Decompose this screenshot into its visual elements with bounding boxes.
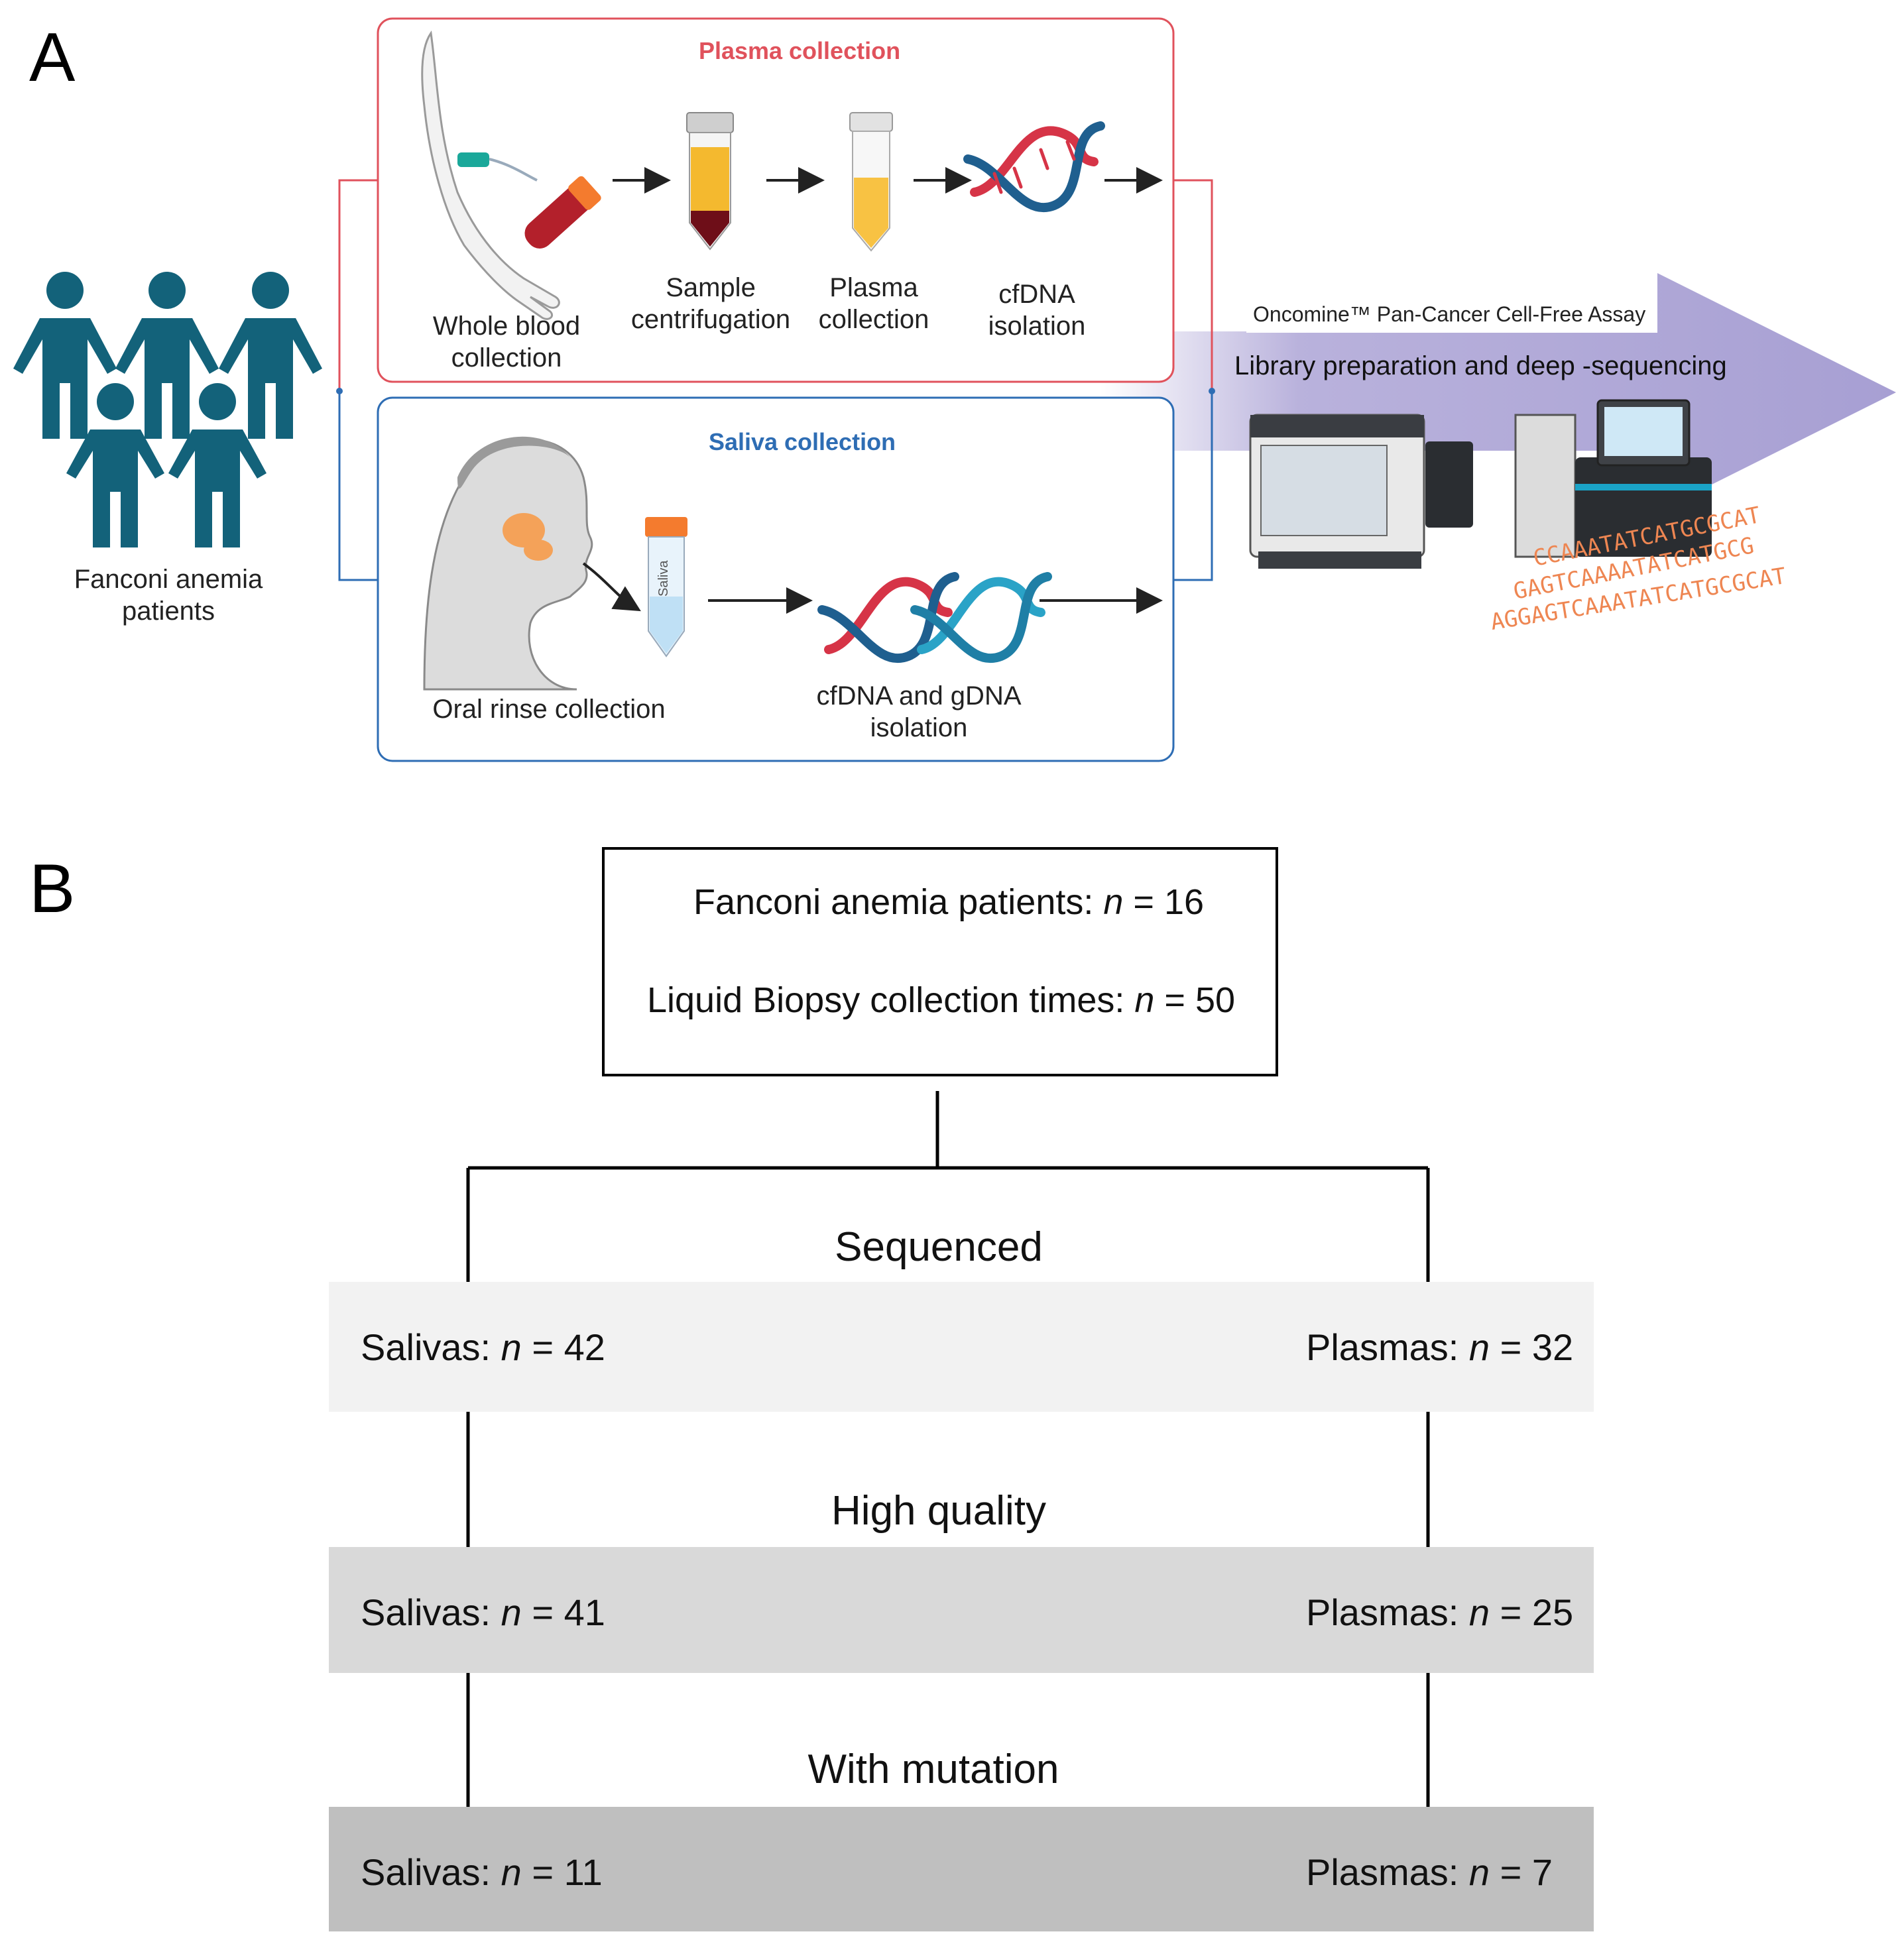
- panel-b-letter: B: [29, 850, 76, 927]
- step-cfdna-gdna-line2: isolation: [870, 713, 968, 742]
- step-cfdna-line2: isolation: [988, 312, 1086, 341]
- arm-blood-draw-icon: [421, 30, 601, 320]
- band-sequenced: [329, 1282, 1594, 1412]
- patients-icon: [13, 272, 322, 547]
- plasma-count-high-quality: Plasmas: n = 25: [1306, 1591, 1574, 1633]
- band-with-mutation: [329, 1807, 1594, 1931]
- library-label: Library preparation and deep -sequencing: [1234, 351, 1727, 380]
- right-bracket: [1173, 179, 1213, 391]
- plasma-tube-icon: [849, 112, 893, 252]
- panel-b-graphics: [329, 847, 1594, 1931]
- sequencer-instrument-1-icon: [1249, 414, 1473, 569]
- step-centrifugation-line1: Sample: [666, 273, 756, 302]
- saliva-count-with-mutation: Salivas: n = 11: [361, 1851, 603, 1893]
- step-centrifugation-line2: centrifugation: [630, 305, 791, 334]
- assay-label-bg: [1246, 294, 1657, 333]
- step-oral-rinse: Oral rinse collection: [432, 695, 666, 724]
- step-whole-blood-line1: Whole blood: [432, 312, 581, 341]
- sequencer-instrument-2-icon: [1514, 399, 1712, 558]
- left-bracket: [338, 179, 378, 581]
- dna-helix-saliva-icon: [817, 572, 1052, 663]
- panel-a-letter: A: [29, 19, 76, 96]
- step-plasma-line1: Plasma: [829, 273, 918, 302]
- saliva-count-high-quality: Salivas: n = 41: [361, 1591, 605, 1633]
- head-profile-icon: [423, 436, 641, 691]
- dna-helix-icon: [963, 121, 1105, 212]
- stage-title-sequenced: Sequenced: [835, 1224, 1043, 1270]
- band-high-quality: [329, 1547, 1594, 1673]
- summary-collections: Liquid Biopsy collection times: n = 50: [647, 980, 1236, 1020]
- step-plasma-line2: collection: [818, 305, 929, 334]
- plasma-count-with-mutation: Plasmas: n = 7: [1306, 1851, 1553, 1893]
- step-cfdna-gdna-line1: cfDNA and gDNA: [816, 681, 1022, 711]
- centrifuge-tube-icon: [686, 112, 734, 251]
- plasma-box: [377, 17, 1175, 383]
- saliva-box-title: Saliva collection: [708, 428, 896, 455]
- stage-title-with-mutation: With mutation: [807, 1747, 1059, 1792]
- patients-label-line2: patients: [121, 597, 215, 626]
- step-whole-blood-line2: collection: [451, 343, 562, 373]
- summary-box: [602, 847, 1278, 1076]
- step-cfdna-line1: cfDNA: [998, 280, 1075, 309]
- saliva-tube-icon: [645, 517, 687, 658]
- plasma-box-title: Plasma collection: [698, 37, 901, 64]
- saliva-tube-label: Saliva: [656, 560, 671, 597]
- saliva-count-sequenced: Salivas: n = 42: [361, 1326, 605, 1368]
- patients-label-line1: Fanconi anemia: [74, 565, 263, 594]
- plasma-count-sequenced: Plasmas: n = 32: [1306, 1326, 1574, 1368]
- summary-patients: Fanconi anemia patients: n = 16: [693, 882, 1205, 922]
- panel-a-graphics: [13, 17, 1896, 762]
- stage-title-high-quality: High quality: [831, 1488, 1046, 1534]
- assay-label: Oncomine™ Pan-Cancer Cell-Free Assay: [1253, 302, 1646, 326]
